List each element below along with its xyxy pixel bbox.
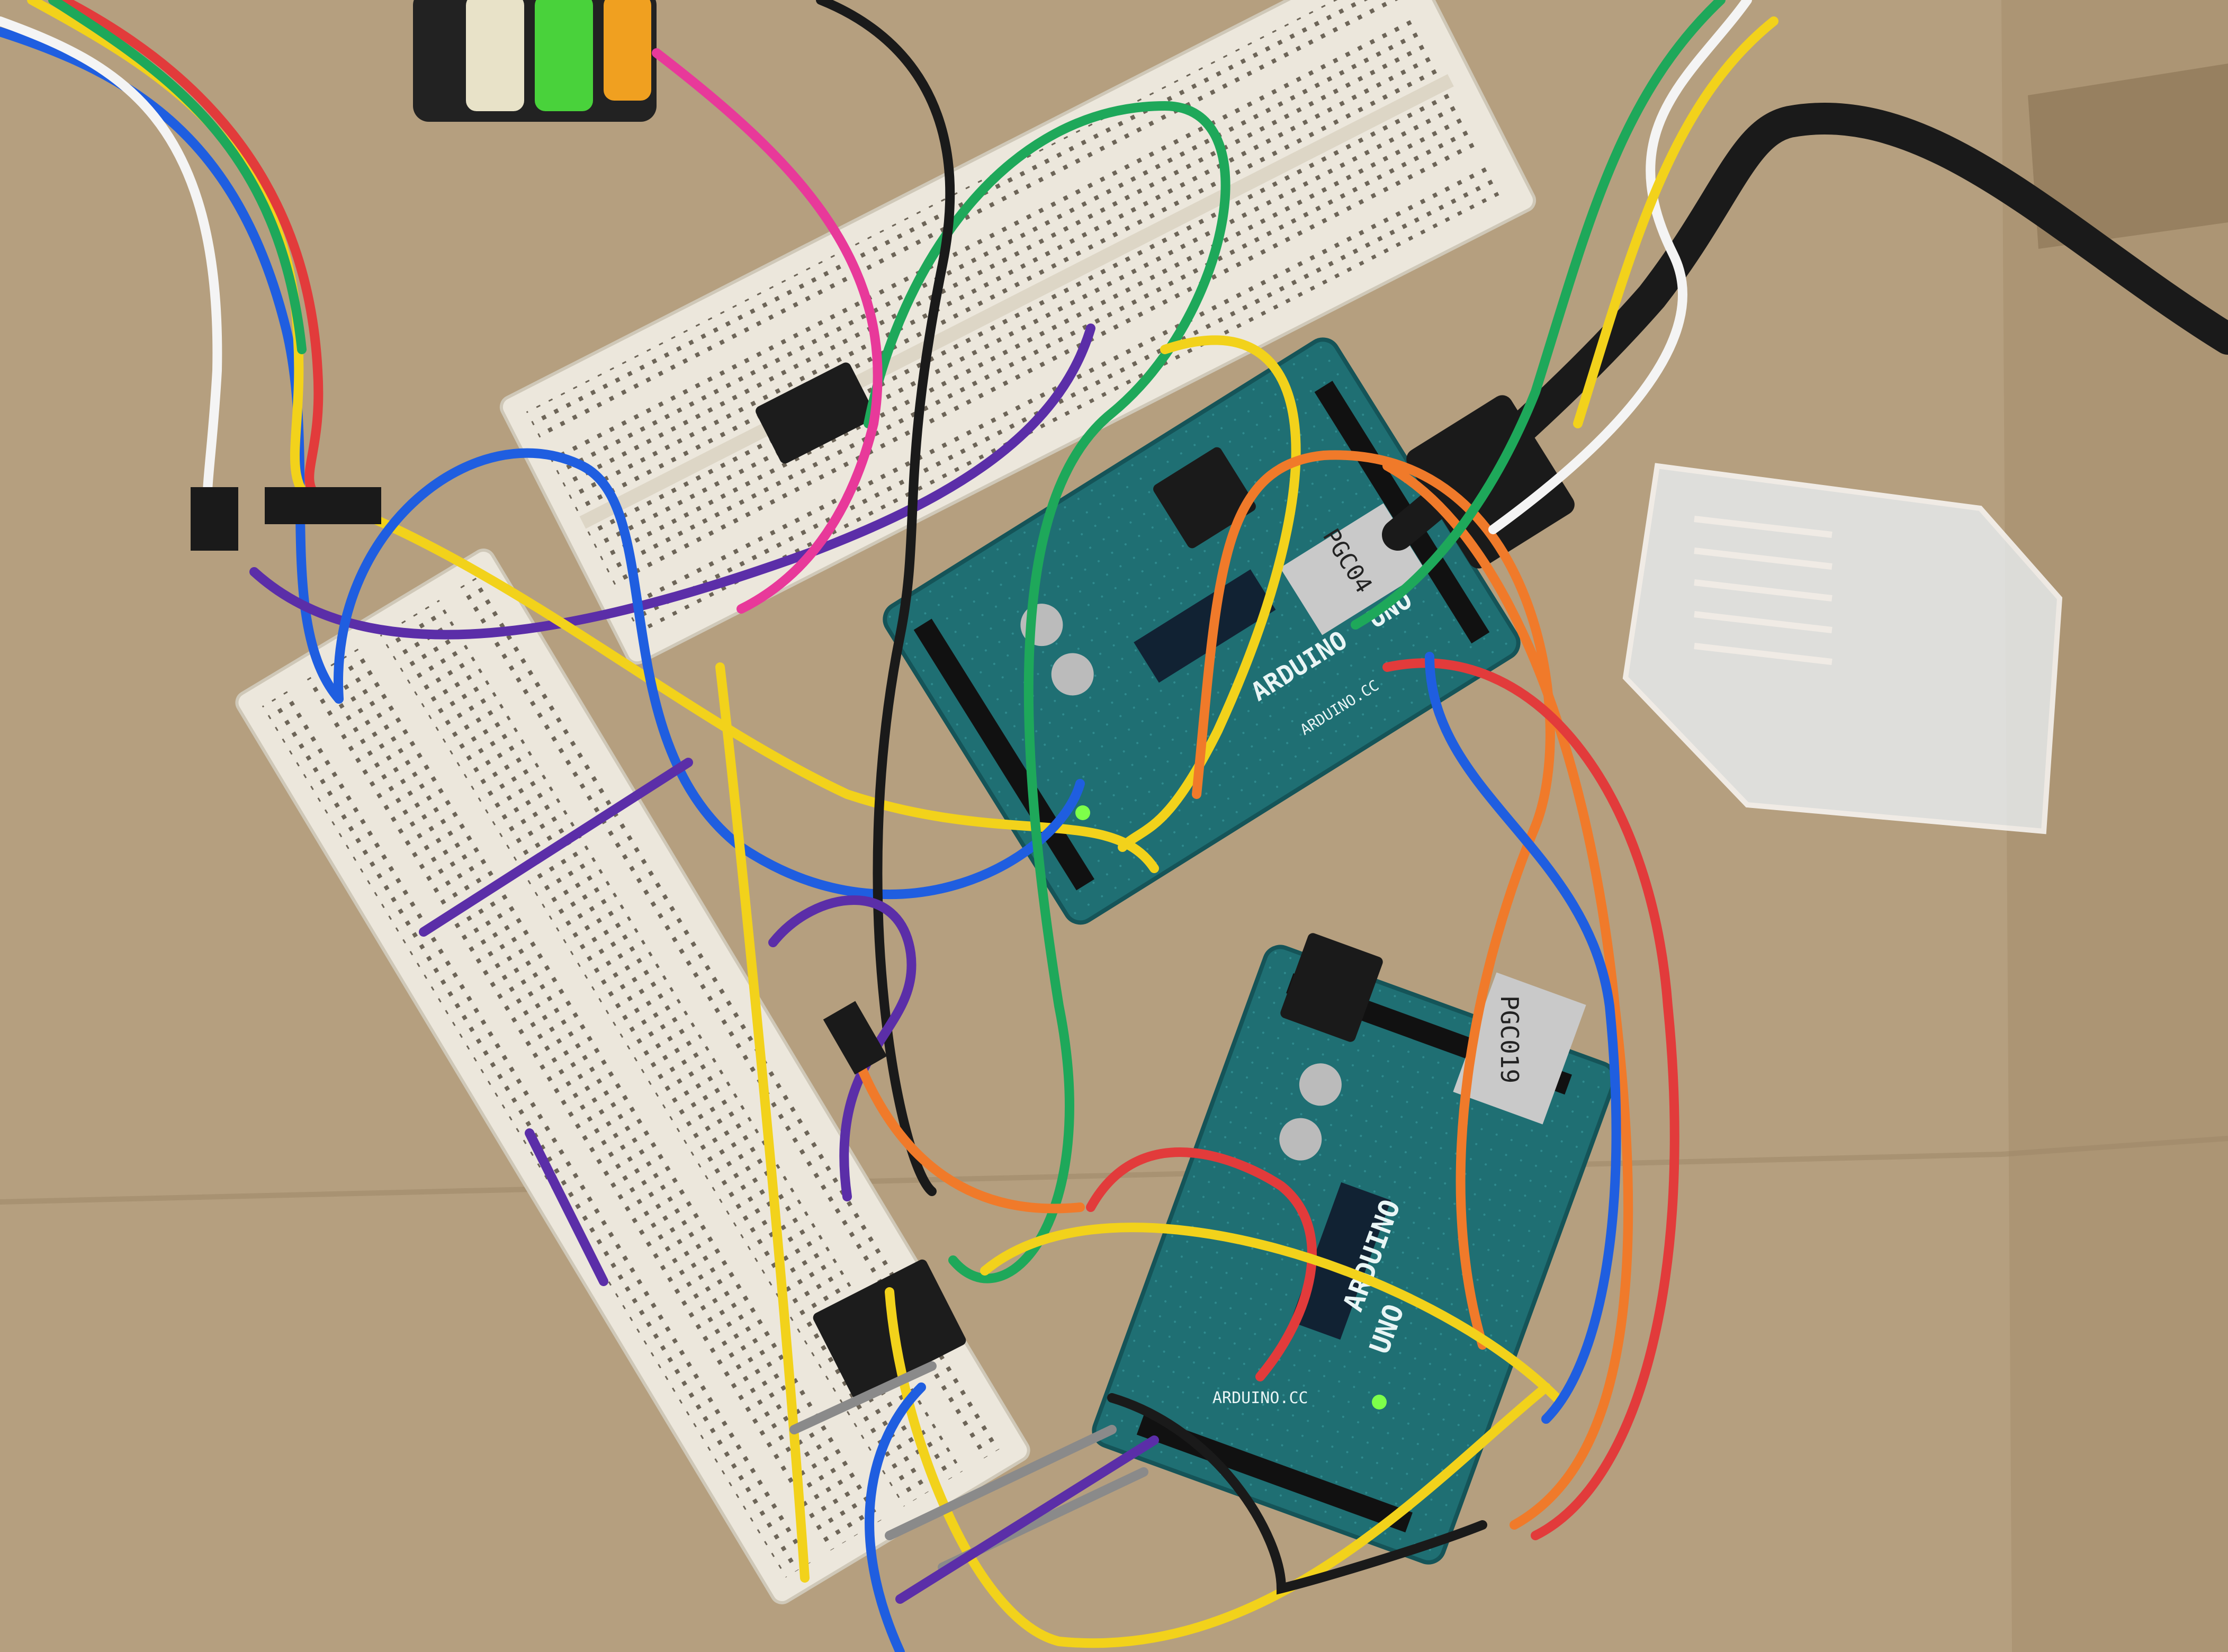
battery-holder: [413, 0, 657, 122]
wire-black-2: [1107, 1393, 1487, 1595]
arduino-board-upper: ARDUINO UNO ARDUINO.CC: [883, 337, 1521, 925]
wire-blue-2: [333, 448, 1085, 899]
wire-purple-3: [768, 895, 917, 1201]
wire-green-1: [48, 0, 307, 354]
wire-yellow-6: [980, 1223, 1561, 1403]
dc-jack-lower: [1280, 933, 1383, 1042]
cardboard-fold-shadow: [2001, 0, 2228, 1652]
power-led-upper: [1075, 805, 1090, 820]
wire-yellow-2: [345, 504, 1159, 873]
wire-black-1: [816, 0, 955, 1196]
wire-green-2: [864, 101, 1230, 1283]
wire-green-3: [1351, 0, 1726, 630]
wire-blue-3: [1425, 652, 1621, 1424]
dc-jack-upper: [1153, 447, 1256, 549]
breadboard-lower-grid: [262, 575, 1004, 1578]
wire-purple-2: [419, 758, 1159, 1604]
wire-orange-2: [1382, 461, 1633, 1530]
usb-cable: [1382, 103, 2228, 551]
wire-blue-4: [865, 1382, 926, 1652]
board-site-lower: ARDUINO.CC: [1212, 1389, 1308, 1407]
jumper-wires: [0, 0, 1778, 1652]
wire-white-1: [0, 16, 222, 529]
wire-orange-3: [853, 1054, 1085, 1214]
power-led-lower: [1372, 1395, 1387, 1409]
wire-pink-1: [652, 48, 883, 614]
usb-port-lower: PGC019: [1453, 972, 1586, 1125]
wire-purple-1: [249, 324, 1095, 640]
wire-red-1: [59, 0, 324, 502]
wire-yellow-5: [885, 1287, 1551, 1648]
wire-yellow-7: [1573, 16, 1778, 428]
wire-red-3: [1086, 1147, 1317, 1381]
acrylic-case: [1622, 463, 2063, 834]
wire-white-2: [1488, 0, 1752, 534]
usb-sticker-lower: PGC019: [1495, 995, 1524, 1083]
dupont-connectors: [191, 487, 887, 1075]
wire-orange-1: [1192, 450, 1555, 1350]
wire-yellow-3: [1118, 335, 1301, 852]
wire-red-2: [1382, 658, 1679, 1540]
ic-chip-upper: [756, 362, 875, 464]
cardboard-flap: [2028, 64, 2228, 249]
